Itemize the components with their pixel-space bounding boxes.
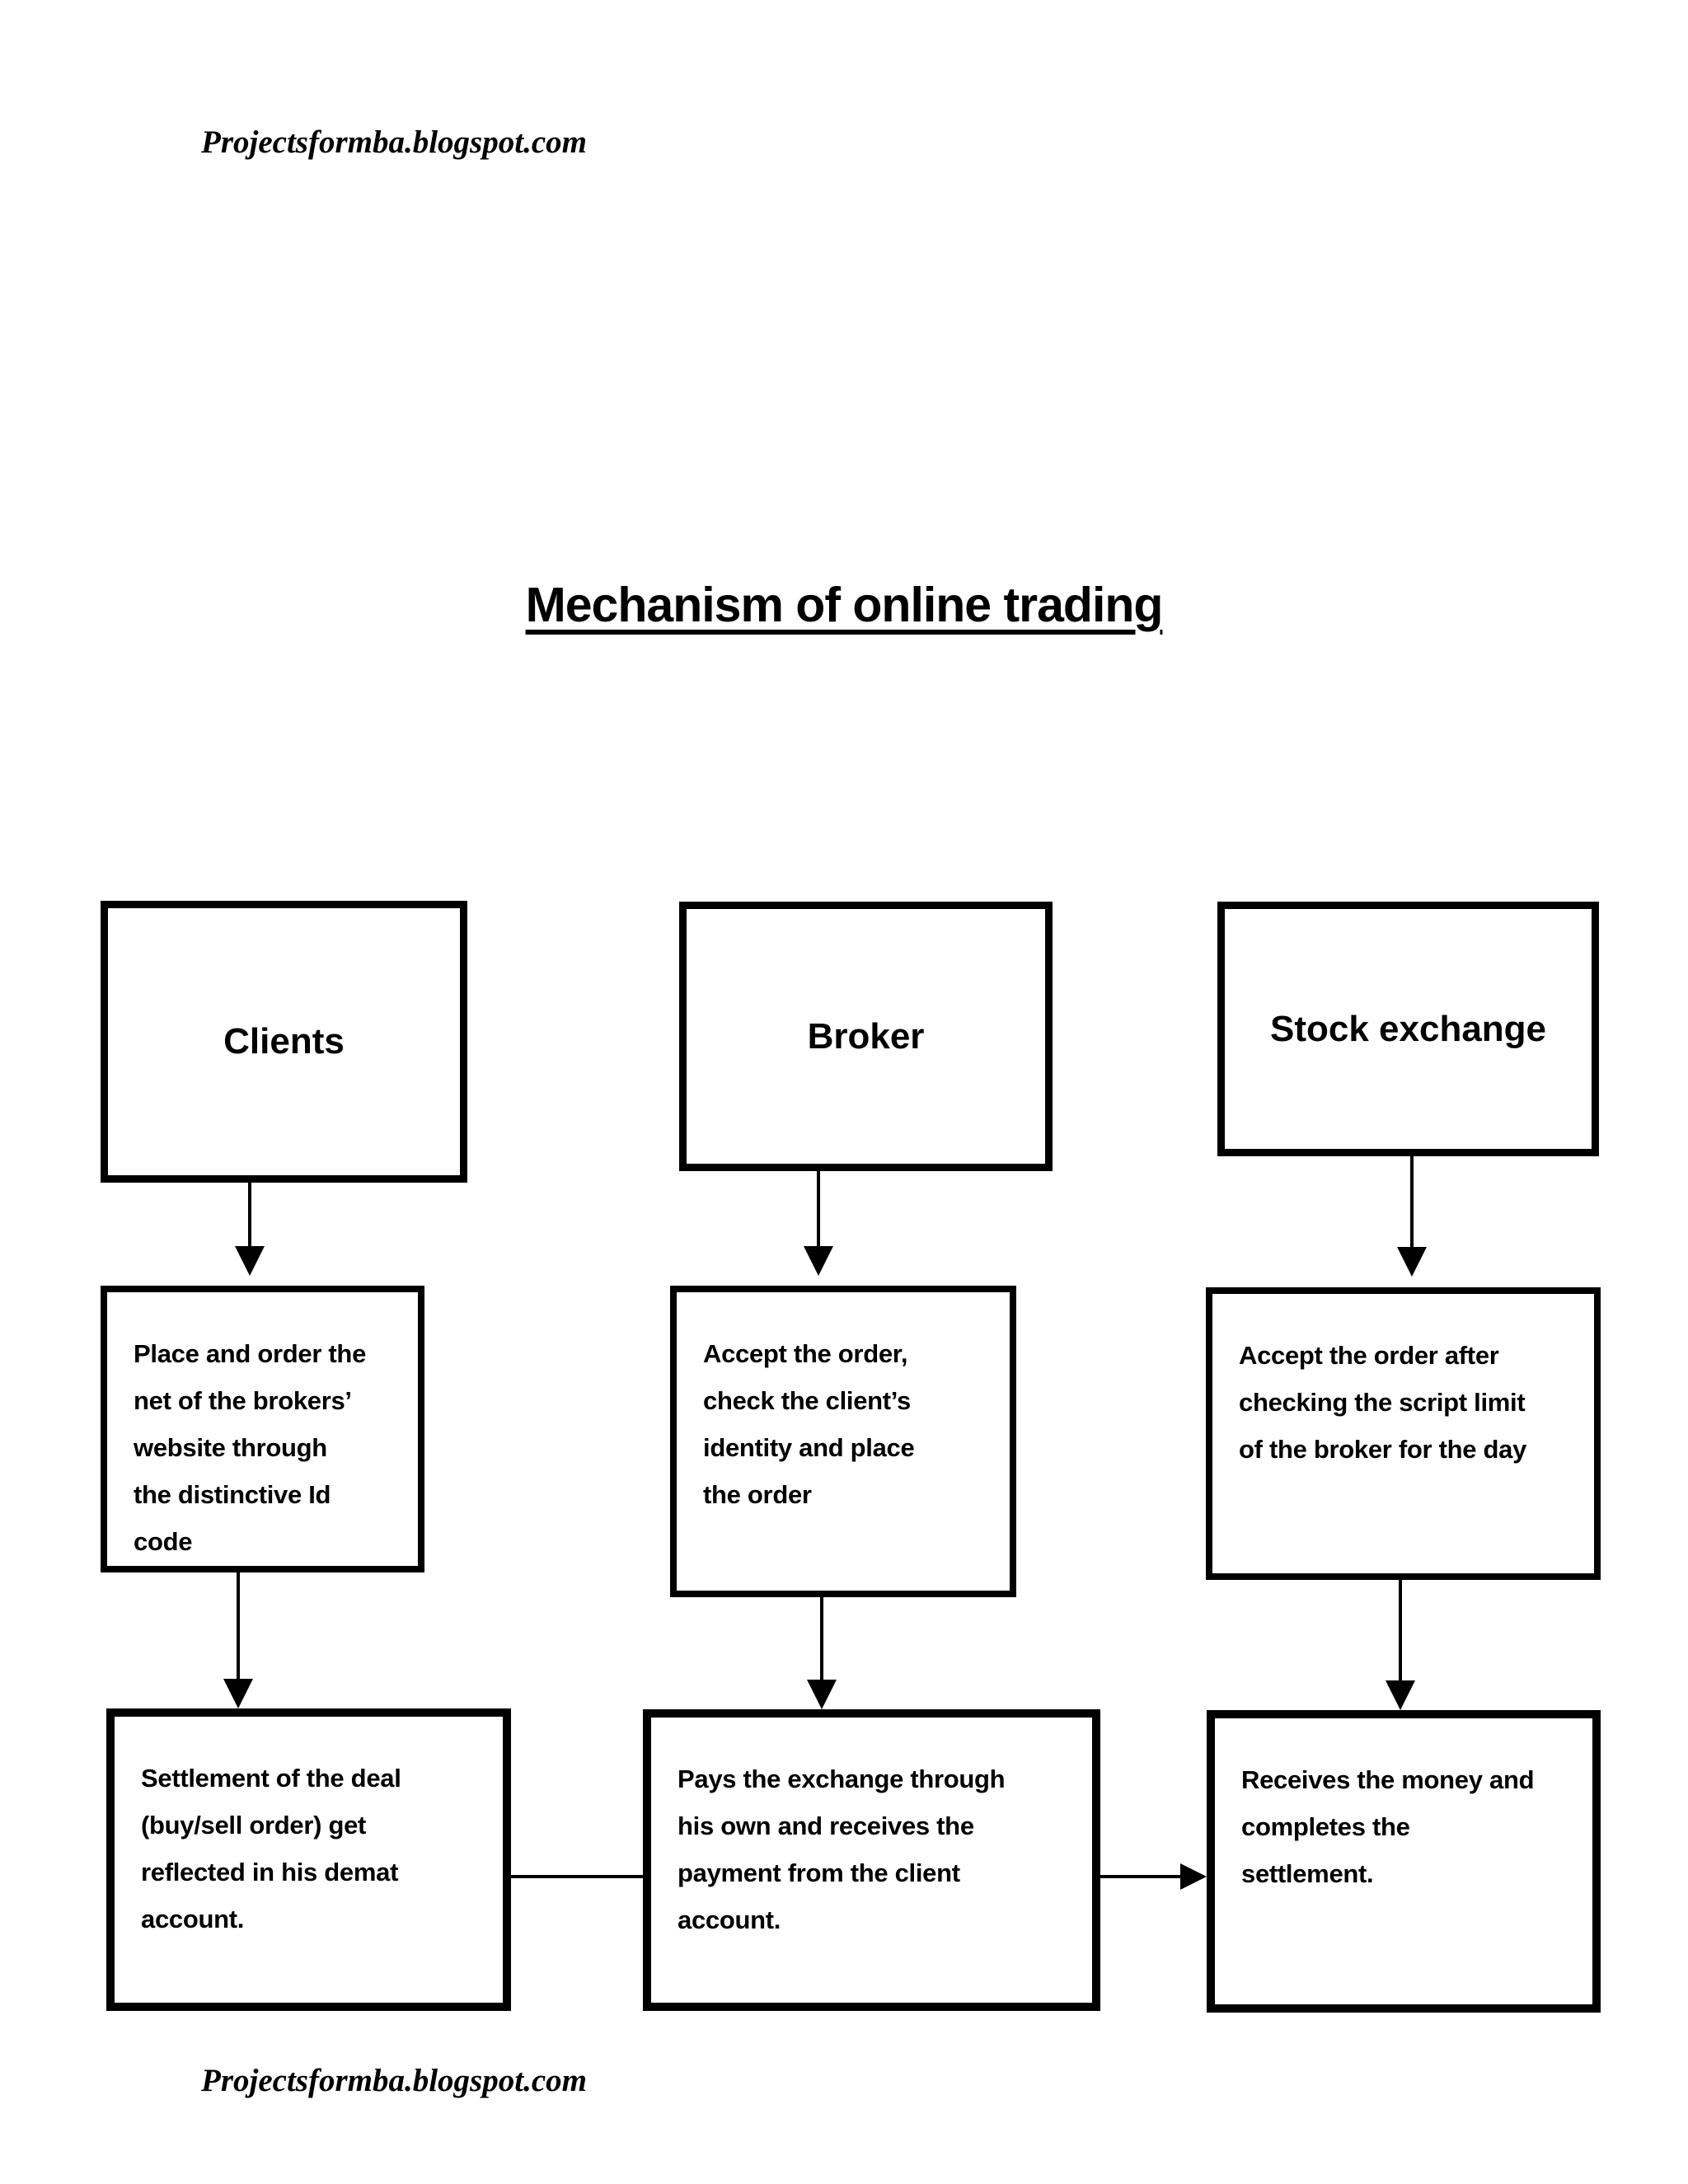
broker-box-label: Broker <box>807 1015 925 1057</box>
connector-broker-to-step <box>804 1171 833 1276</box>
down-arrowhead-icon <box>223 1679 253 1708</box>
watermark-header: Projectsformba.blogspot.com <box>201 124 587 160</box>
connector-clients-step-to-result <box>223 1572 253 1708</box>
right-arrowhead-icon <box>1180 1863 1207 1890</box>
down-arrowhead-icon <box>1386 1680 1415 1710</box>
connector-broker-step-to-result <box>807 1597 837 1709</box>
stock-exchange-result-text: Receives the money and completes the set… <box>1241 1765 1535 1888</box>
down-arrowhead-icon <box>235 1246 265 1276</box>
arrow-shaft <box>1399 1580 1402 1680</box>
connector-clients-to-step <box>235 1183 265 1276</box>
connector-stock-exchange-to-step <box>1397 1156 1427 1277</box>
arrow-shaft <box>1410 1156 1414 1247</box>
stock-exchange-step-box: Accept the order after checking the scri… <box>1206 1287 1601 1580</box>
stock-exchange-step-text: Accept the order after checking the scri… <box>1239 1341 1527 1464</box>
clients-step-text: Place and order the net of the brokers’ … <box>134 1339 367 1556</box>
arrow-shaft <box>820 1597 823 1680</box>
down-arrowhead-icon <box>804 1246 833 1276</box>
clients-step-box: Place and order the net of the brokers’ … <box>101 1286 424 1572</box>
connector-clients-result-to-broker-result <box>511 1875 643 1878</box>
clients-box: Clients <box>101 901 467 1183</box>
stock-exchange-box: Stock exchange <box>1217 902 1599 1156</box>
broker-result-box: Pays the exchange through his own and re… <box>643 1709 1100 2011</box>
clients-box-label: Clients <box>223 1021 345 1062</box>
connector-broker-result-to-stock-result <box>1100 1875 1180 1878</box>
connector-stock-exchange-step-to-result <box>1386 1580 1415 1710</box>
down-arrowhead-icon <box>807 1680 837 1709</box>
down-arrowhead-icon <box>1397 1247 1427 1277</box>
arrow-shaft <box>237 1572 240 1679</box>
arrow-shaft <box>248 1183 251 1246</box>
broker-result-text: Pays the exchange through his own and re… <box>678 1765 1006 1934</box>
arrow-shaft <box>817 1171 820 1246</box>
stock-exchange-box-label: Stock exchange <box>1269 1008 1547 1049</box>
page-title: Mechanism of online trading <box>525 578 1164 632</box>
watermark-footer: Projectsformba.blogspot.com <box>201 2063 587 2098</box>
broker-step-text: Accept the order, check the client’s ide… <box>703 1339 915 1509</box>
clients-result-text: Settlement of the deal (buy/sell order) … <box>141 1764 401 1933</box>
broker-box: Broker <box>679 902 1053 1171</box>
clients-result-box: Settlement of the deal (buy/sell order) … <box>106 1708 511 2011</box>
broker-step-box: Accept the order, check the client’s ide… <box>670 1286 1016 1597</box>
stock-exchange-result-box: Receives the money and completes the set… <box>1207 1710 1601 2013</box>
